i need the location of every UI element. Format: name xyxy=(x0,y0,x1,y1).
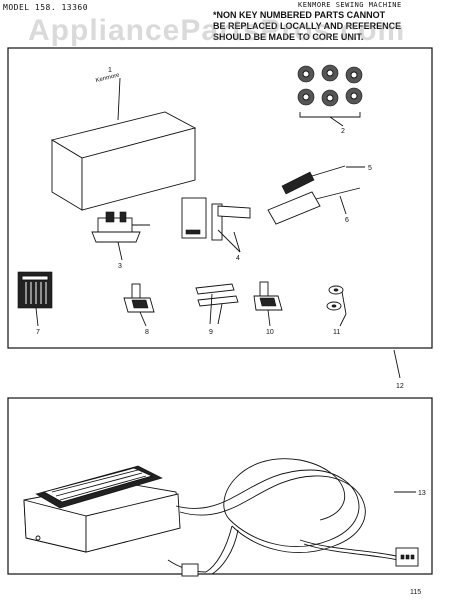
large-screwdriver xyxy=(267,187,361,225)
presser-foot-10 xyxy=(253,281,283,327)
label-10: 10 xyxy=(266,329,274,336)
label-3: 3 xyxy=(118,263,122,270)
label-2: 2 xyxy=(341,128,345,135)
needle-pack xyxy=(17,271,53,327)
model-number: MODEL 158. 13360 xyxy=(3,3,89,12)
zipper-foot-and-card xyxy=(181,197,251,253)
label-6: 6 xyxy=(345,217,349,224)
machine-name: KENMORE SEWING MACHINE xyxy=(298,1,402,9)
footer-code: 115 xyxy=(410,589,421,596)
felt-washers xyxy=(326,285,347,327)
foot-control-frame xyxy=(7,397,433,575)
label-9: 9 xyxy=(209,329,213,336)
parts-note-line-1: *NON KEY NUMBERED PARTS CANNOT xyxy=(213,10,386,20)
bobbins xyxy=(297,64,363,127)
parts-note-line-3: SHOULD BE MADE TO CORE UNIT. xyxy=(213,32,364,42)
spool-pins xyxy=(195,283,239,325)
label-4: 4 xyxy=(236,255,240,262)
label-1: 1 xyxy=(108,67,112,74)
buttonhole-attachment xyxy=(91,211,150,261)
label-13: 13 xyxy=(418,490,426,497)
label-12: 12 xyxy=(396,383,404,390)
accessory-box: Kenmore xyxy=(50,72,197,211)
presser-foot-8 xyxy=(123,283,155,327)
small-screwdriver xyxy=(281,165,365,195)
label-7: 7 xyxy=(36,329,40,336)
parts-note-line-2: BE REPLACED LOCALLY AND REFERENCE xyxy=(213,21,402,31)
label-11: 11 xyxy=(333,329,340,336)
parts-note: *NON KEY NUMBERED PARTS CANNOT BE REPLAC… xyxy=(213,10,401,43)
label-5: 5 xyxy=(368,165,372,172)
foot-control xyxy=(23,458,419,577)
brand-on-box: Kenmore xyxy=(95,72,121,84)
accessories-frame xyxy=(7,47,433,349)
label-8: 8 xyxy=(145,329,149,336)
